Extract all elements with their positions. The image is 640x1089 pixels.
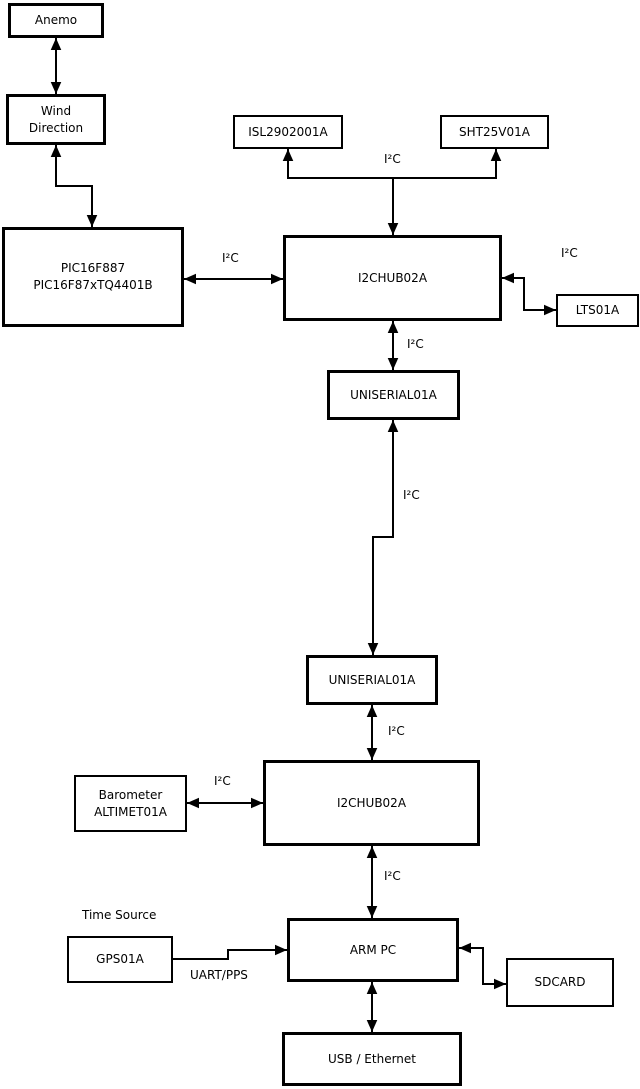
node-usb-ethernet: USB / Ethernet <box>282 1032 462 1086</box>
node-usb-ethernet-label: USB / Ethernet <box>328 1051 416 1066</box>
node-wind-direction-label: Wind Direction <box>28 103 84 135</box>
node-uniserial01a-upper: UNISERIAL01A <box>327 370 460 420</box>
node-isl2902001a: ISL2902001A <box>233 115 343 149</box>
node-pic16f887: PIC16F887 PIC16F87xTQ4401B <box>2 227 184 327</box>
label-i2c-uniserial-hub2: I²C <box>388 724 405 738</box>
node-i2chub02a-lower: I2CHUB02A <box>263 760 480 846</box>
node-gps01a-label: GPS01A <box>96 952 144 966</box>
node-uniserial01a-lower-label: UNISERIAL01A <box>328 672 416 687</box>
node-barometer-altimet01a: Barometer ALTIMET01A <box>74 775 187 832</box>
node-wind-direction: Wind Direction <box>6 94 106 145</box>
node-pic16f887-label: PIC16F887 PIC16F87xTQ4401B <box>33 261 153 292</box>
node-sht25v01a: SHT25V01A <box>440 115 549 149</box>
node-arm-pc: ARM PC <box>287 918 459 982</box>
label-i2c-uniserial-link: I²C <box>403 488 420 502</box>
node-uniserial01a-upper-label: UNISERIAL01A <box>350 387 437 402</box>
label-i2c-hub-uniserial: I²C <box>407 337 424 351</box>
node-anemo-label: Anemo <box>34 13 78 27</box>
label-i2c-lts: I²C <box>561 246 578 260</box>
edge-hub1-lts <box>502 272 556 316</box>
label-i2c-pic-hub: I²C <box>222 251 239 265</box>
label-i2c-barometer: I²C <box>214 774 231 788</box>
node-arm-pc-label: ARM PC <box>349 942 397 957</box>
node-sdcard-label: SDCARD <box>534 975 586 989</box>
node-gps01a: GPS01A <box>67 936 173 983</box>
node-lts01a: LTS01A <box>556 294 639 327</box>
edge-gps-armpc <box>173 944 287 960</box>
label-time-source: Time Source <box>82 908 157 922</box>
node-lts01a-label: LTS01A <box>575 303 620 317</box>
node-sdcard: SDCARD <box>506 958 614 1007</box>
node-uniserial01a-lower: UNISERIAL01A <box>306 655 438 705</box>
node-i2chub02a-upper: I2CHUB02A <box>283 235 502 321</box>
node-i2chub02a-lower-label: I2CHUB02A <box>336 795 407 810</box>
label-i2c-sensor-bus: I²C <box>384 152 401 166</box>
label-uart-pps: UART/PPS <box>190 968 248 982</box>
edge-wind-pic <box>50 145 98 227</box>
edge-uniserial1-uniserial2 <box>367 420 399 655</box>
label-i2c-hub2-armpc: I²C <box>384 869 401 883</box>
node-barometer-altimet01a-label: Barometer ALTIMET01A <box>94 787 167 819</box>
node-anemo: Anemo <box>8 3 104 38</box>
node-isl2902001a-label: ISL2902001A <box>248 124 328 139</box>
node-i2chub02a-upper-label: I2CHUB02A <box>357 270 428 285</box>
edge-armpc-sdcard <box>459 942 506 990</box>
node-sht25v01a-label: SHT25V01A <box>459 124 530 139</box>
